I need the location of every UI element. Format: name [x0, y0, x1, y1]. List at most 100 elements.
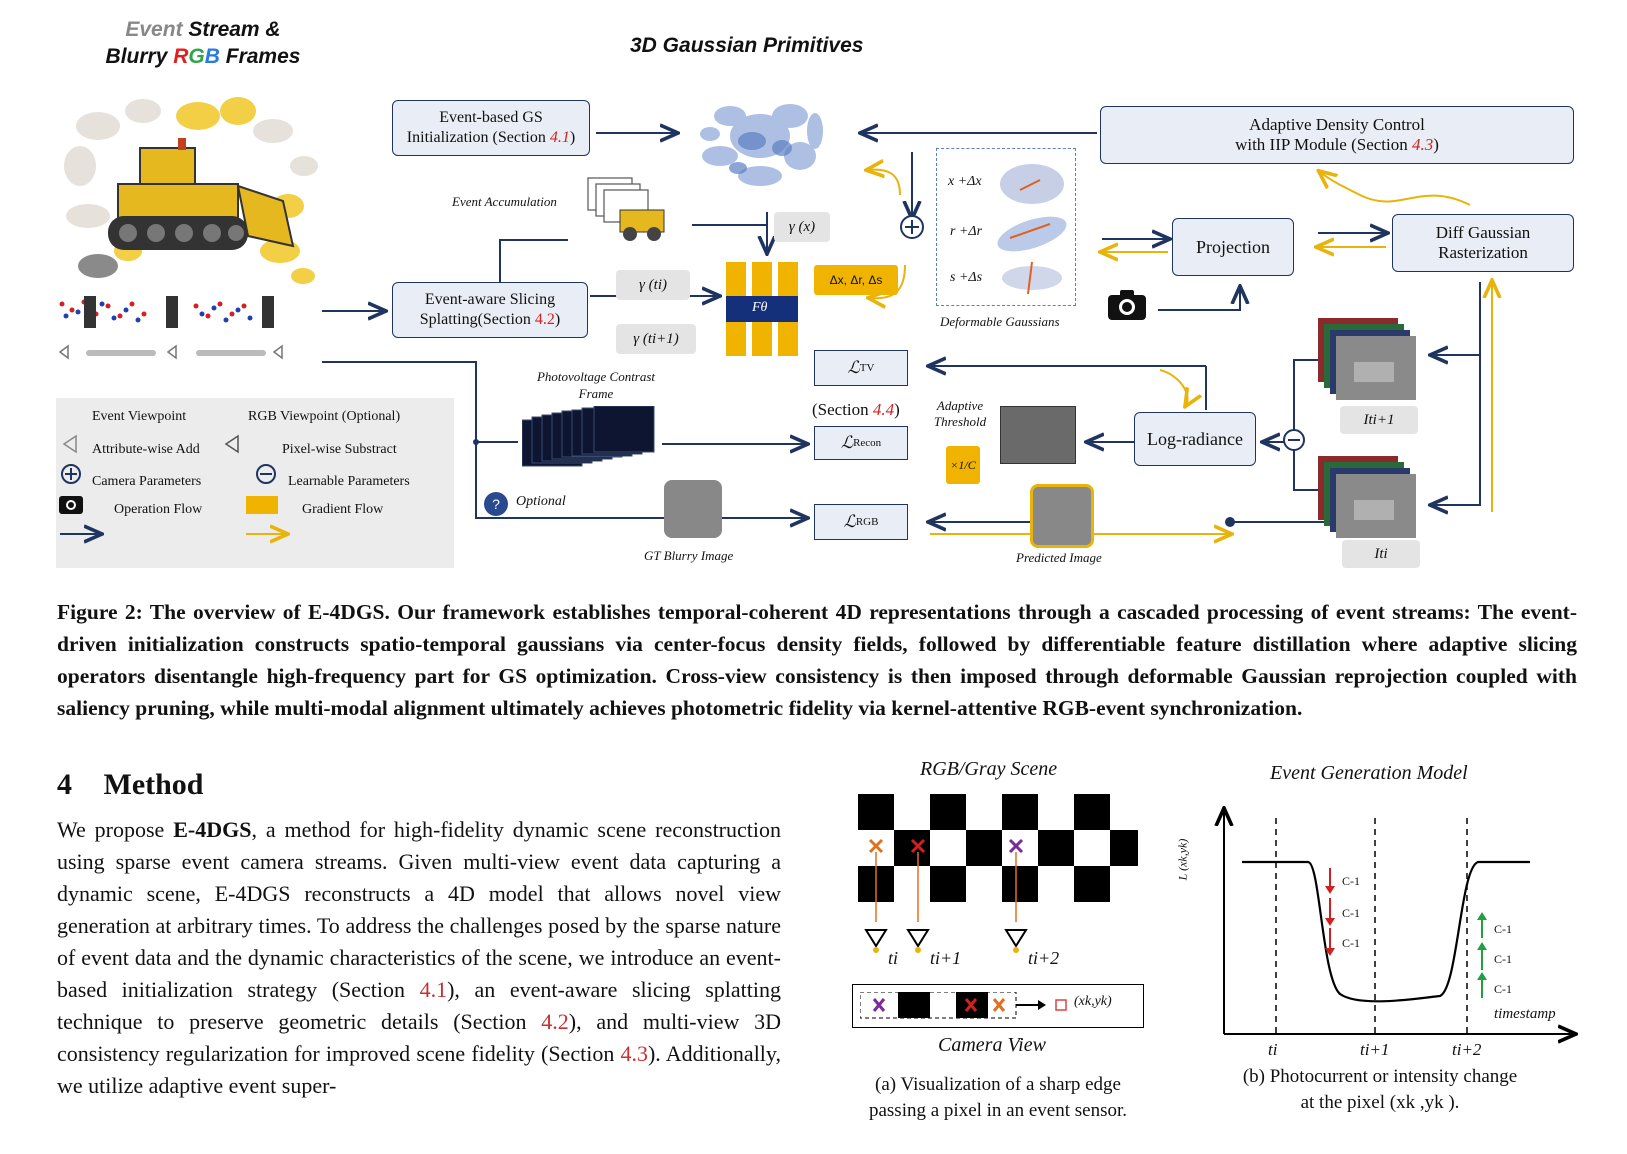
- c-label-1: C-1: [1342, 874, 1360, 888]
- adaptive-line2-close: ): [1433, 135, 1439, 154]
- c-label-2: C-1: [1342, 906, 1360, 920]
- camera-icon: [1108, 290, 1146, 320]
- section-heading: 4 Method: [57, 768, 204, 802]
- section-44-label: (Section 4.4): [812, 400, 900, 420]
- body-part-1: We propose: [57, 817, 174, 842]
- gaussian-primitives-cluster: [700, 104, 823, 186]
- event-accumulation-frames: [587, 177, 665, 241]
- deformable-gaussians-shapes: [997, 164, 1067, 295]
- adaptive-threshold-line2: Threshold: [933, 414, 987, 429]
- c-label-5: C-1: [1494, 952, 1512, 966]
- deformable-gaussians-label: Deformable Gaussians: [940, 314, 1060, 329]
- title-frames-word: Frames: [219, 45, 301, 68]
- event-slicing-box: Event-aware Slicing Splatting(Section 4.…: [392, 282, 588, 338]
- title-r-letter: R: [173, 45, 189, 68]
- rendered-image-stack-ti: [1318, 456, 1416, 538]
- body-part-3: ), an event-aware slicing splatting tech…: [57, 977, 781, 1034]
- inverse-threshold-box: ×1/C: [946, 446, 980, 484]
- title-event-word: Event: [125, 18, 183, 41]
- predicted-thumbnail: [1030, 484, 1094, 548]
- figure-a-title: RGB/Gray Scene: [920, 758, 1058, 780]
- body-part-5: ). Additionally, we utilize adaptive eve…: [57, 1041, 781, 1098]
- log-radiance-box: Log-radiance: [1134, 412, 1256, 466]
- legend-event-viewpoint: Event Viewpoint: [92, 409, 187, 424]
- deform-r-label: r +Δr: [950, 224, 983, 239]
- figure-a-caption-line2: passing a pixel in an event sensor.: [868, 1100, 1128, 1121]
- diagram-connectors: [322, 0, 1627, 570]
- figure-b-caption-line1: (b) Photocurrent or intensity change: [1242, 1066, 1518, 1087]
- legend-rgb-viewpoint: RGB Viewpoint (Optional): [248, 409, 401, 424]
- adaptive-ref-link[interactable]: 4.3: [1411, 135, 1434, 154]
- rasterization-line1: Diff Gaussian: [1435, 223, 1531, 242]
- figure-b-ylabel: L (xk,yk): [1175, 838, 1190, 881]
- section-44-ref-link[interactable]: 4.4: [872, 400, 895, 419]
- pixel-coordinate-label: (xk,yk): [1074, 994, 1112, 1009]
- loss-rgb-subscript: RGB: [855, 516, 879, 528]
- figure-caption: Figure 2: The overview of E-4DGS. Our fr…: [57, 600, 1577, 720]
- gamma-ti1-label: γ (ti+1): [616, 324, 696, 354]
- time-label-t1: ti+1: [930, 948, 962, 968]
- title-blurry-word: Blurry: [105, 45, 174, 68]
- gamma-ti-label: γ (ti): [616, 270, 690, 300]
- section-number: 4: [57, 768, 72, 801]
- adaptive-line2: with IIP Module (Section 4.3): [1235, 135, 1439, 155]
- i-ti-label: Iti: [1342, 540, 1420, 568]
- figure-b: Event Generation Model L (xk,yk) C-1 C-1…: [1175, 758, 1590, 1118]
- body-part-2: , a method for high-fidelity dynamic sce…: [57, 817, 781, 1002]
- camera-view-pixels: [860, 992, 1067, 1019]
- time-label-t0: ti: [888, 948, 899, 968]
- event-init-line2-close: ): [569, 129, 576, 146]
- section-body-text: We propose E-4DGS, a method for high-fid…: [57, 814, 781, 1154]
- figure-a: RGB/Gray Scene ti ti+1 ti+2 (xk,yk) Came…: [838, 758, 1158, 1121]
- c-label-6: C-1: [1494, 982, 1512, 996]
- adaptive-threshold-line1: Adaptive: [936, 398, 984, 413]
- adaptive-density-box: Adaptive Density Control with IIP Module…: [1100, 106, 1574, 164]
- legend-learnable-parameters: Learnable Parameters: [288, 474, 410, 489]
- rendered-image-stack-ti1: [1318, 318, 1416, 400]
- figure-a-caption: (a) Visualization of a sharp edge passin…: [838, 1072, 1158, 1124]
- photovoltage-line2: Frame: [578, 386, 614, 401]
- event-init-line2-text: Initialization (Section: [406, 129, 550, 146]
- event-accumulation-label: Event Accumulation: [452, 194, 557, 209]
- event-stream-strip: [58, 296, 283, 360]
- slicing-line2-text: Splatting(Section: [419, 311, 535, 328]
- legend-icons: [59, 434, 454, 568]
- gt-blurry-thumbnail: [664, 480, 722, 538]
- slicing-ref-link[interactable]: 4.2: [534, 311, 555, 328]
- rasterization-box: Diff Gaussian Rasterization: [1392, 214, 1574, 272]
- loss-tv-subscript: TV: [859, 362, 875, 374]
- rasterization-line2: Rasterization: [1438, 243, 1528, 262]
- projection-box: Projection: [1172, 218, 1294, 276]
- deformable-gaussians-panel: [936, 148, 1076, 306]
- body-ref-42-link[interactable]: 4.2: [541, 1009, 569, 1034]
- figure-b-title: Event Generation Model: [1270, 762, 1468, 784]
- body-method-name: E-4DGS: [173, 817, 252, 842]
- deform-x-label: x +Δx: [948, 174, 982, 189]
- c-label-4: C-1: [1494, 922, 1512, 936]
- body-ref-41-link[interactable]: 4.1: [419, 977, 448, 1002]
- legend-attribute-add: Attribute-wise Add: [92, 442, 200, 457]
- event-init-ref-link[interactable]: 4.1: [549, 129, 570, 146]
- gamma-x-label: γ (x): [774, 212, 830, 242]
- optional-icon: ?: [484, 492, 508, 516]
- body-ref-43-link[interactable]: 4.3: [620, 1041, 648, 1066]
- title-b-letter: B: [204, 45, 220, 68]
- section-title: Method: [103, 768, 204, 801]
- time-label-t2: ti+2: [1028, 948, 1060, 968]
- event-init-line1: Event-based GS: [439, 109, 543, 126]
- slicing-line2-close: ): [554, 311, 561, 328]
- legend-operation-flow: Operation Flow: [114, 502, 203, 517]
- camera-view-strip: [852, 984, 1144, 1028]
- title-stream-word: Stream &: [182, 18, 281, 41]
- figure-b-tick-t1: ti+1: [1360, 1040, 1390, 1059]
- gaussian-primitives-title: 3D Gaussian Primitives: [630, 34, 864, 57]
- section-44-open: (Section: [812, 400, 873, 419]
- title-g-letter: G: [188, 45, 205, 68]
- body-part-4: ), and multi-view 3D consistency regular…: [57, 1009, 781, 1066]
- figure-b-tick-t0: ti: [1268, 1040, 1278, 1059]
- delta-parameters-box: Δx, Δr, Δs: [814, 265, 898, 295]
- adaptive-line1: Adaptive Density Control: [1249, 115, 1425, 134]
